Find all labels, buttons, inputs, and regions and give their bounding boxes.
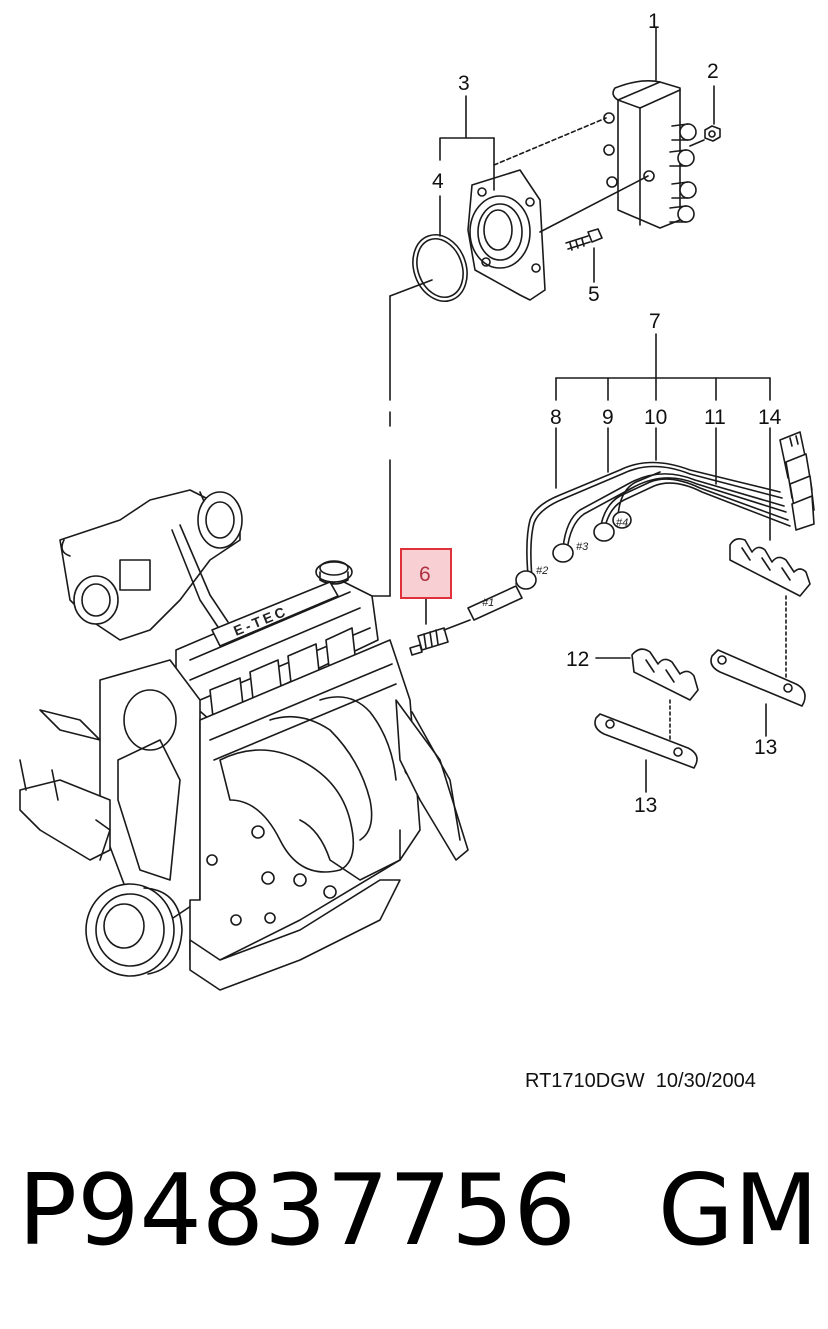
wire-label-2: #2 <box>536 565 548 577</box>
highlight-box <box>400 548 452 599</box>
leader-lines <box>371 117 705 597</box>
parts-diagram: E-TEC #1 #2 #3 #4 1 2 3 4 5 6 7 8 9 10 1… <box>19 10 815 991</box>
part-caption: P94837756 GM <box>18 1162 818 1272</box>
callout-leaders <box>425 27 771 793</box>
callout-4[interactable]: 4 <box>432 170 444 193</box>
drawing-reference: RT1710DGW 10/30/2004 <box>525 1070 756 1092</box>
wire-label-3: #3 <box>576 541 589 553</box>
wire-label-1: #1 <box>482 597 494 609</box>
engine-assembly <box>19 489 469 991</box>
wire-clip-12 <box>631 648 699 701</box>
wire-clip-14 <box>729 538 811 597</box>
wire-bracket-13-upper <box>710 649 806 707</box>
part-number: P94837756 <box>18 1154 576 1268</box>
wire-label-4: #4 <box>616 517 628 529</box>
callout-11[interactable]: 11 <box>704 406 726 429</box>
coil-bracket <box>467 169 546 301</box>
spark-plug <box>409 619 471 656</box>
callout-numbers: 1 2 3 4 5 6 7 8 9 10 11 14 12 13 13 <box>419 10 782 817</box>
callout-13-lower[interactable]: 13 <box>634 794 657 817</box>
ignition-coil <box>603 80 697 229</box>
nut-part <box>704 125 721 142</box>
bolt-part <box>565 228 603 251</box>
callout-6[interactable]: 6 <box>419 563 431 586</box>
o-ring <box>412 234 468 302</box>
callout-1[interactable]: 1 <box>648 10 660 33</box>
ignition-wires <box>467 431 815 621</box>
callout-10[interactable]: 10 <box>644 406 667 429</box>
wire-bracket-13-lower <box>594 713 698 769</box>
callout-8[interactable]: 8 <box>550 406 562 429</box>
callout-14[interactable]: 14 <box>758 406 782 429</box>
callout-2[interactable]: 2 <box>707 60 719 83</box>
callout-9[interactable]: 9 <box>602 406 614 429</box>
brand-name: GM <box>657 1154 819 1268</box>
callout-13-upper[interactable]: 13 <box>754 736 777 759</box>
callout-3[interactable]: 3 <box>458 72 470 95</box>
callout-12[interactable]: 12 <box>566 648 589 671</box>
callout-7[interactable]: 7 <box>649 310 661 333</box>
callout-5[interactable]: 5 <box>588 283 600 306</box>
